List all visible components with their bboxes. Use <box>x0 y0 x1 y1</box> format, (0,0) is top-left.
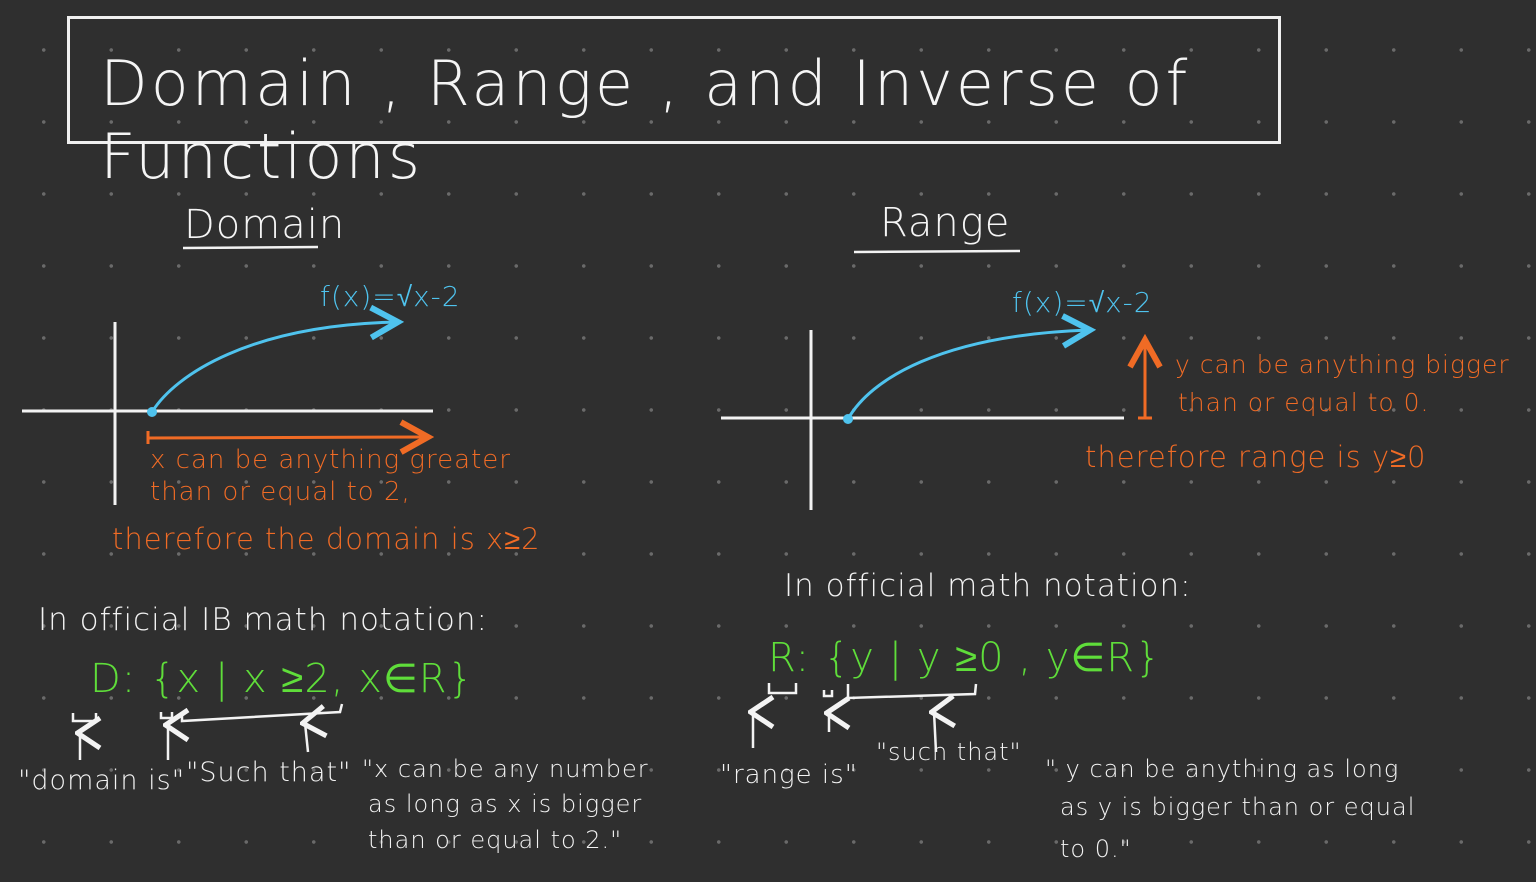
range-graph-axes <box>721 330 1124 510</box>
domain-set-notation: D: {x | x ≥2, x∈R} <box>90 656 474 702</box>
domain-heading: Domain <box>184 202 346 248</box>
domain-notation-bar: | <box>214 656 230 702</box>
domain-conclusion: therefore the domain is x≥2 <box>112 522 541 556</box>
range-heading: Range <box>880 200 1011 246</box>
range-bar-note: "such that" <box>876 738 1022 766</box>
range-notation-brackets <box>753 683 978 753</box>
domain-condition-note-line3: than or equal to 2." <box>368 826 623 854</box>
title-box: Domain , Range , and Inverse of Function… <box>67 16 1281 193</box>
range-notation-open-brace: { <box>823 635 851 681</box>
domain-lhs-note: "domain is" <box>18 765 186 796</box>
domain-notation-condition: x ≥2, x∈R <box>243 656 448 702</box>
domain-explanation-line1: x can be anything greater <box>150 445 511 475</box>
domain-condition-note-line1: "x can be any number <box>362 755 649 783</box>
domain-condition-note-line2: as long as x is bigger <box>368 790 643 818</box>
range-condition-note-line3: to 0." <box>1060 835 1132 863</box>
domain-explanation-line2: than or equal to 2, <box>150 477 411 507</box>
domain-graph-axes <box>22 322 433 505</box>
range-function-label: f(x)=√x-2 <box>1012 286 1153 319</box>
range-notation-bar: | <box>888 635 904 681</box>
range-notation-intro: In official math notation: <box>784 568 1192 604</box>
domain-heading-underline <box>182 245 319 250</box>
range-explanation-line1: y can be anything bigger <box>1175 350 1510 379</box>
range-condition-note-line2: as y is bigger than or equal <box>1060 793 1416 821</box>
domain-notation-close-brace: } <box>447 656 475 702</box>
range-notation-variable: y <box>850 635 875 681</box>
range-notation-lhs: R: <box>768 635 811 681</box>
range-lhs-note: "range is" <box>720 760 858 790</box>
range-explanation-line2: than or equal to 0. <box>1178 388 1430 417</box>
range-notation-condition: y ≥0 , y∈R <box>916 635 1136 681</box>
range-condition-note-line1: " y can be anything as long <box>1045 755 1400 783</box>
domain-sqrt-curve <box>147 322 398 417</box>
domain-notation-lhs: D: <box>90 656 137 702</box>
range-heading-underline <box>853 249 1021 254</box>
range-interval-arrow <box>1138 340 1152 420</box>
range-notation-close-brace: } <box>1135 635 1162 681</box>
range-set-notation: R: {y | y ≥0 , y∈R} <box>768 635 1162 681</box>
domain-notation-brackets <box>71 703 344 760</box>
domain-notation-variable: x <box>176 656 202 702</box>
domain-interval-arrow <box>146 431 428 444</box>
domain-bar-note: "Such that" <box>186 757 352 788</box>
domain-notation-open-brace: { <box>150 656 177 702</box>
range-conclusion: therefore range is y≥0 <box>1085 440 1427 474</box>
domain-function-label: f(x)=√x-2 <box>320 280 461 313</box>
range-sqrt-curve <box>843 330 1090 424</box>
domain-notation-intro: In official IB math notation: <box>38 602 488 638</box>
page-title: Domain , Range , and Inverse of Function… <box>100 47 1191 193</box>
